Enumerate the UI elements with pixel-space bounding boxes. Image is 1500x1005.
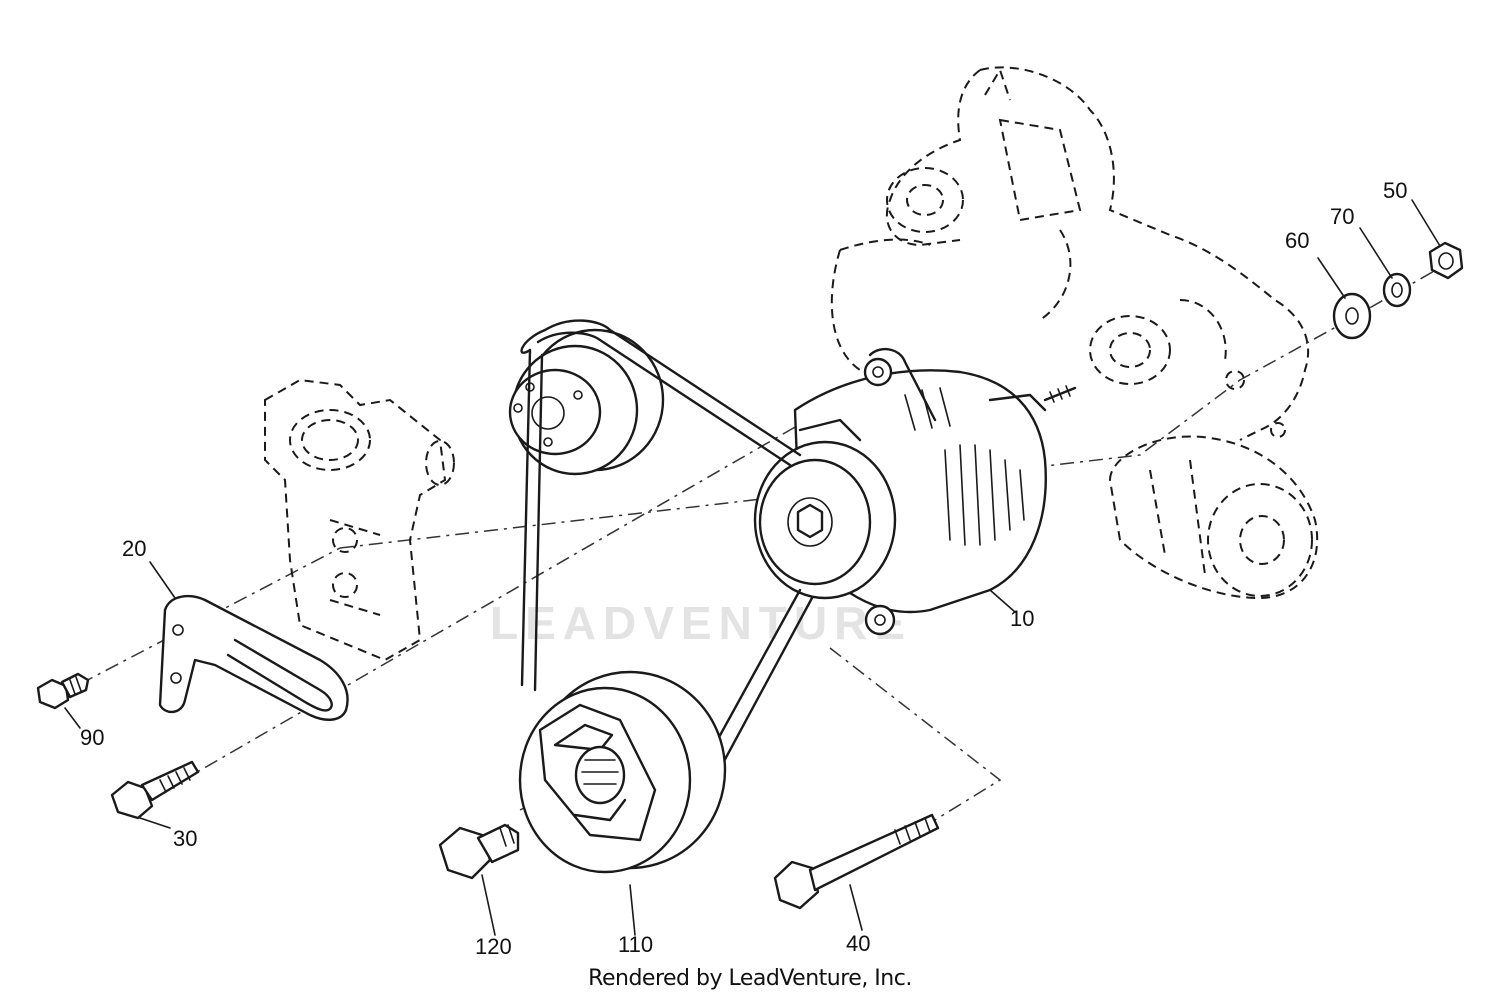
callout-40: 40 [846,931,871,956]
water-pump-pulley [508,328,665,476]
callout-110: 110 [618,932,654,957]
callout-70: 70 [1330,204,1355,229]
part-110-crank-pulley [518,670,727,874]
part-60-washer [1332,292,1372,340]
callout-50: 50 [1383,178,1408,203]
callout-30: 30 [173,826,198,851]
part-40-bolt [773,813,940,910]
callout-60: 60 [1285,228,1310,253]
part-90-bolt [36,672,90,710]
part-70-lockwasher [1382,272,1412,308]
thermostat-housing-phantom [264,378,455,662]
watermark: LEADVENTURE [490,597,913,649]
leader-lines [64,199,1441,936]
alternator-pulley [753,440,897,600]
part-20-bracket [158,594,349,721]
oil-filter-phantom [1108,435,1319,600]
callout-10: 10 [1010,606,1035,631]
callout-20: 20 [122,536,147,561]
part-50-nut [1428,241,1464,280]
part-30-bolt [110,760,200,820]
callout-120: 120 [475,934,512,959]
engine-block-phantom [830,66,1310,441]
footer-credit: Rendered by LeadVenture, Inc. [588,966,912,991]
callout-90: 90 [80,725,105,750]
part-120-bolt [438,823,520,880]
